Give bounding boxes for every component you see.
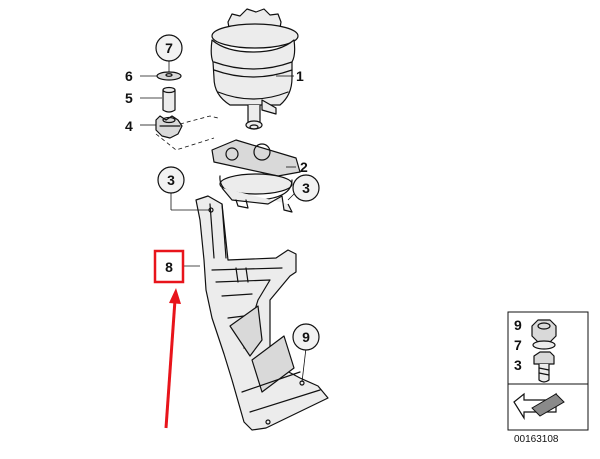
direction-arrow-icon: [513, 392, 565, 421]
assembly-line-lower: [155, 133, 215, 151]
callout-8: 8: [165, 259, 173, 275]
fastener-legend: 9 7 3 00163108: [507, 311, 589, 445]
callout-3-right: 3: [302, 180, 310, 196]
callout-6: 6: [125, 68, 133, 84]
small-parts: [155, 71, 183, 139]
legend-label-7: 7: [514, 337, 522, 353]
callout-3-right-circle: [292, 174, 320, 202]
leader-lines: [140, 60, 307, 383]
callout-8-highlight-box: [153, 249, 185, 284]
callout-4: 4: [125, 118, 133, 134]
clamp-part: [211, 139, 301, 213]
legend-label-3: 3: [514, 357, 522, 373]
nut-icon: [531, 319, 557, 350]
callout-9-circle: [292, 323, 320, 351]
callout-5: 5: [125, 90, 133, 106]
callout-7: 7: [165, 40, 173, 56]
red-arrow-indicator: [164, 288, 181, 429]
callout-7-circle: [155, 34, 183, 62]
assembly-line-upper: [179, 115, 219, 125]
reservoir-part: [210, 8, 299, 130]
diagram-code: 00163108: [514, 434, 559, 445]
callout-1: 1: [296, 68, 304, 84]
callout-9: 9: [302, 329, 310, 345]
callout-3-left-circle: [157, 166, 185, 194]
legend-label-9: 9: [514, 317, 522, 333]
bracket-part: [195, 195, 329, 431]
callout-3-left: 3: [167, 172, 175, 188]
callout-2: 2: [300, 159, 308, 175]
bolt-icon: [533, 351, 555, 383]
